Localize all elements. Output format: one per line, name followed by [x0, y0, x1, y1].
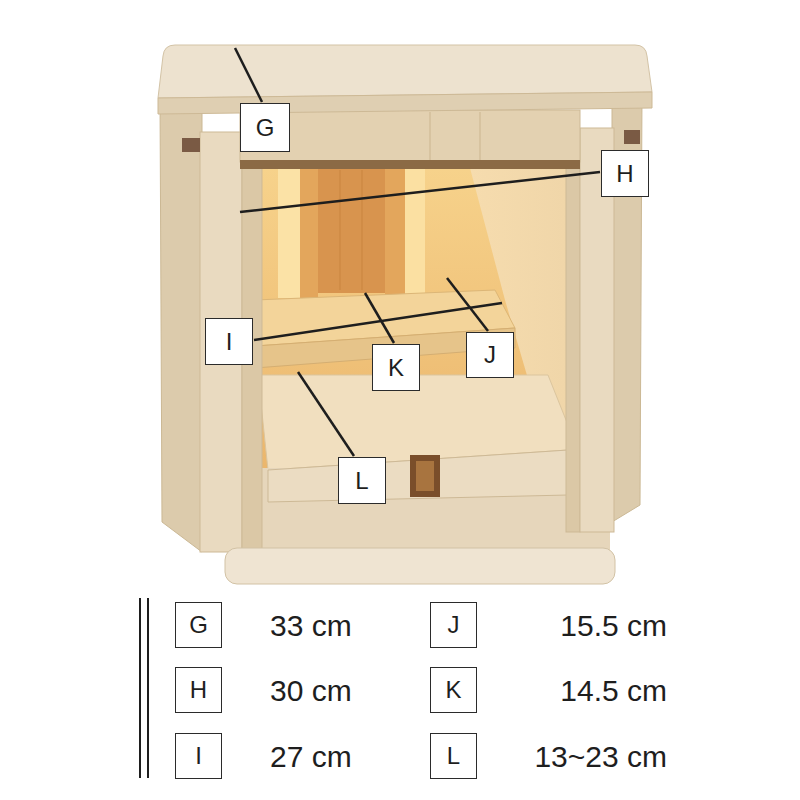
callout-letter: G: [256, 116, 275, 140]
left-side-panel: [160, 98, 202, 552]
lintel-shadow: [240, 160, 580, 169]
callout-letter: K: [388, 356, 404, 380]
leader-line: [298, 372, 354, 456]
callout-box: H: [601, 150, 649, 197]
dimension-value: 27 cm: [270, 740, 352, 773]
leader-line: [235, 48, 262, 102]
lintel-joint: [430, 112, 431, 160]
callout-letter: L: [447, 744, 460, 768]
leader-line: [365, 293, 394, 343]
drawer-front: [268, 450, 568, 502]
table-rule: [139, 598, 141, 778]
dimension-value: 15.5 cm: [560, 609, 667, 642]
callout-letter: J: [448, 613, 460, 637]
lintel: [240, 110, 580, 162]
base-plinth: [225, 548, 615, 584]
drawer-notch: [410, 455, 440, 497]
leader-line: [240, 172, 600, 212]
back-post: [385, 168, 405, 298]
dimension-value: 33 cm: [270, 609, 352, 642]
drawer-notch-inner: [416, 461, 434, 491]
top-slab-edge: [158, 92, 652, 114]
back-post: [300, 168, 318, 298]
light-spot: [278, 168, 300, 298]
callout-letter: L: [355, 469, 368, 493]
callout-box: G: [240, 103, 290, 152]
top-slab: [158, 45, 652, 98]
callout-letter: H: [616, 162, 633, 186]
callout-letter: K: [445, 678, 461, 702]
right-pillar-inner: [566, 150, 580, 532]
leader-line: [447, 278, 488, 331]
callout-letter: H: [190, 678, 207, 702]
dimension-value: 14.5 cm: [560, 674, 667, 707]
callout-box: L: [338, 457, 386, 504]
callout-box: K: [430, 667, 477, 713]
lintel-joint: [480, 112, 481, 160]
callout-box: H: [175, 667, 222, 713]
callout-letter: G: [189, 613, 208, 637]
callout-letter: J: [484, 343, 496, 367]
callout-box: K: [372, 344, 420, 391]
back-panel: [318, 168, 385, 293]
panel-grain: [340, 170, 341, 290]
callout-box: I: [175, 733, 222, 779]
callout-letter: I: [195, 744, 202, 768]
callout-box: J: [466, 332, 514, 378]
table-rule: [147, 598, 149, 778]
callout-box: J: [430, 602, 477, 648]
light-spot: [405, 168, 425, 298]
dowel: [624, 130, 640, 144]
panel-grain: [362, 170, 363, 290]
callout-letter: I: [226, 330, 233, 354]
dowel: [182, 138, 200, 152]
dimension-value: 30 cm: [270, 674, 352, 707]
callout-box: L: [430, 733, 477, 779]
leader-line: [254, 303, 502, 340]
leader-lines: [235, 48, 600, 456]
callout-box: I: [205, 318, 253, 365]
dimension-value: 13~23 cm: [534, 740, 667, 773]
callout-box: G: [175, 602, 222, 648]
